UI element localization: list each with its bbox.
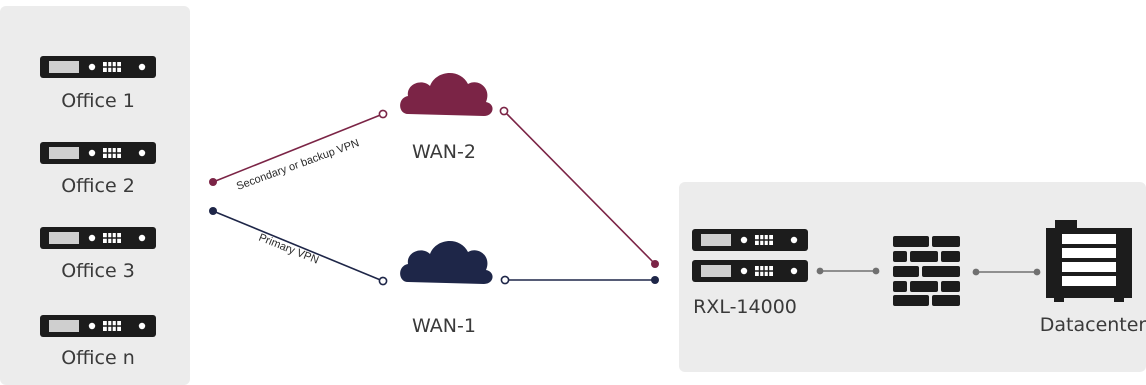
rxl-appliance: RXL-14000 xyxy=(691,228,809,318)
rxl-appliance-label: RXL-14000 xyxy=(693,296,797,318)
primary-vpn-start-dot xyxy=(209,207,217,215)
datacenter: Datacenter xyxy=(1040,220,1146,336)
office-3-label: Office 3 xyxy=(61,260,135,282)
appliance-firewall-connector xyxy=(816,267,880,275)
office-1-label: Office 1 xyxy=(61,90,135,112)
wan-2-in-dot xyxy=(651,260,659,268)
primary-vpn-end-dot xyxy=(378,276,388,286)
secondary-vpn-start-dot xyxy=(209,178,217,186)
office-2-device-icon xyxy=(39,141,157,165)
wan-2-cloud-icon xyxy=(400,72,493,116)
secondary-vpn-link: Secondary or backup VPN xyxy=(209,109,388,193)
primary-vpn-link: Primary VPN xyxy=(209,207,388,286)
office-n-label: Office n xyxy=(61,347,135,369)
offices-panel xyxy=(0,6,190,385)
office-2-label: Office 2 xyxy=(61,175,135,197)
rxl-appliance-bottom-icon xyxy=(691,259,809,283)
office-1-device-icon xyxy=(39,55,157,79)
office-3-device-icon xyxy=(39,226,157,250)
wan-1-out-dot xyxy=(500,275,510,285)
wan-2-label: WAN-2 xyxy=(412,141,476,163)
wan-1-label: WAN-1 xyxy=(412,315,476,337)
office-n: Office n xyxy=(39,314,157,369)
secondary-vpn-end-dot xyxy=(378,109,388,119)
office-3: Office 3 xyxy=(39,226,157,282)
firewall-icon xyxy=(893,236,960,306)
firewall-datacenter-connector xyxy=(972,268,1041,276)
datacenter-icon xyxy=(1046,220,1132,302)
datacenter-label: Datacenter xyxy=(1040,314,1146,336)
wan-2-datacenter-link xyxy=(499,106,659,268)
wan-1-in-dot xyxy=(651,276,659,284)
office-n-device-icon xyxy=(39,314,157,338)
primary-vpn-label: Primary VPN xyxy=(257,232,320,267)
wan-1-cloud-icon xyxy=(400,240,493,284)
rxl-appliance-top-icon xyxy=(691,228,809,252)
office-2: Office 2 xyxy=(39,141,157,197)
office-1: Office 1 xyxy=(39,55,157,112)
wan-2: WAN-2 xyxy=(400,72,493,163)
wan-1-datacenter-link xyxy=(500,275,659,285)
wan-1: WAN-1 xyxy=(400,240,493,337)
wan-2-out-dot xyxy=(499,106,509,116)
